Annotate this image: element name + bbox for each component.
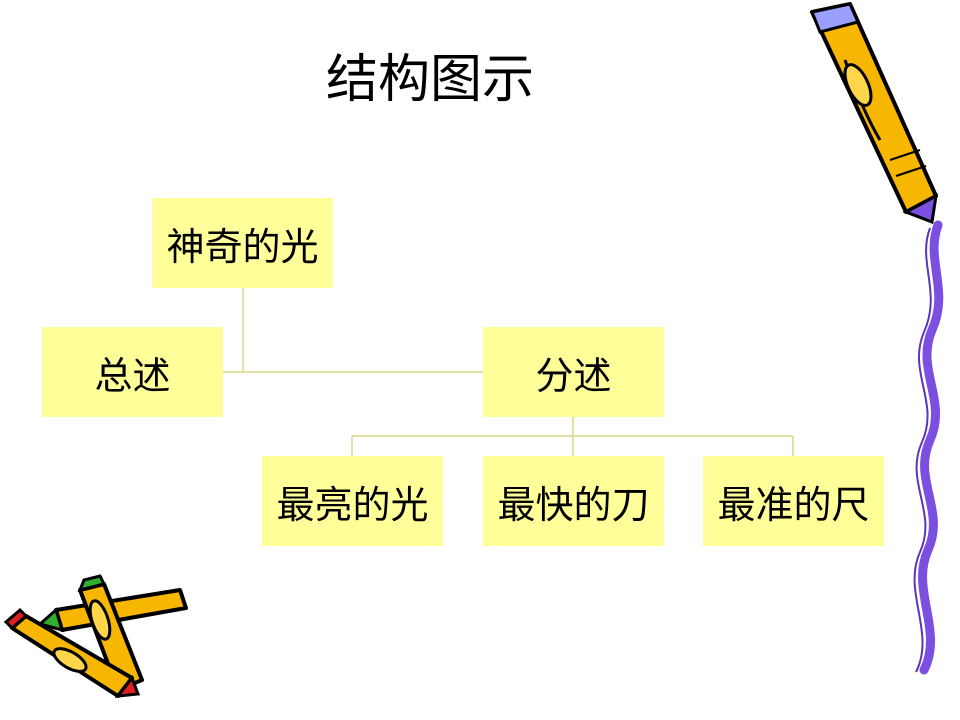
node-child: 最亮的光 — [262, 456, 443, 546]
node-child: 最准的尺 — [703, 456, 884, 546]
node-root: 神奇的光 — [152, 198, 333, 288]
node-child: 最快的刀 — [483, 456, 664, 546]
crossed-pencils-icon — [3, 574, 188, 698]
pencil-icon — [809, 2, 938, 225]
node-details: 分述 — [483, 327, 664, 417]
page-title: 结构图示 — [325, 50, 534, 110]
connector-lines — [223, 288, 794, 456]
wavy-ribbon-icon — [913, 220, 944, 675]
node-overview: 总述 — [42, 327, 223, 417]
